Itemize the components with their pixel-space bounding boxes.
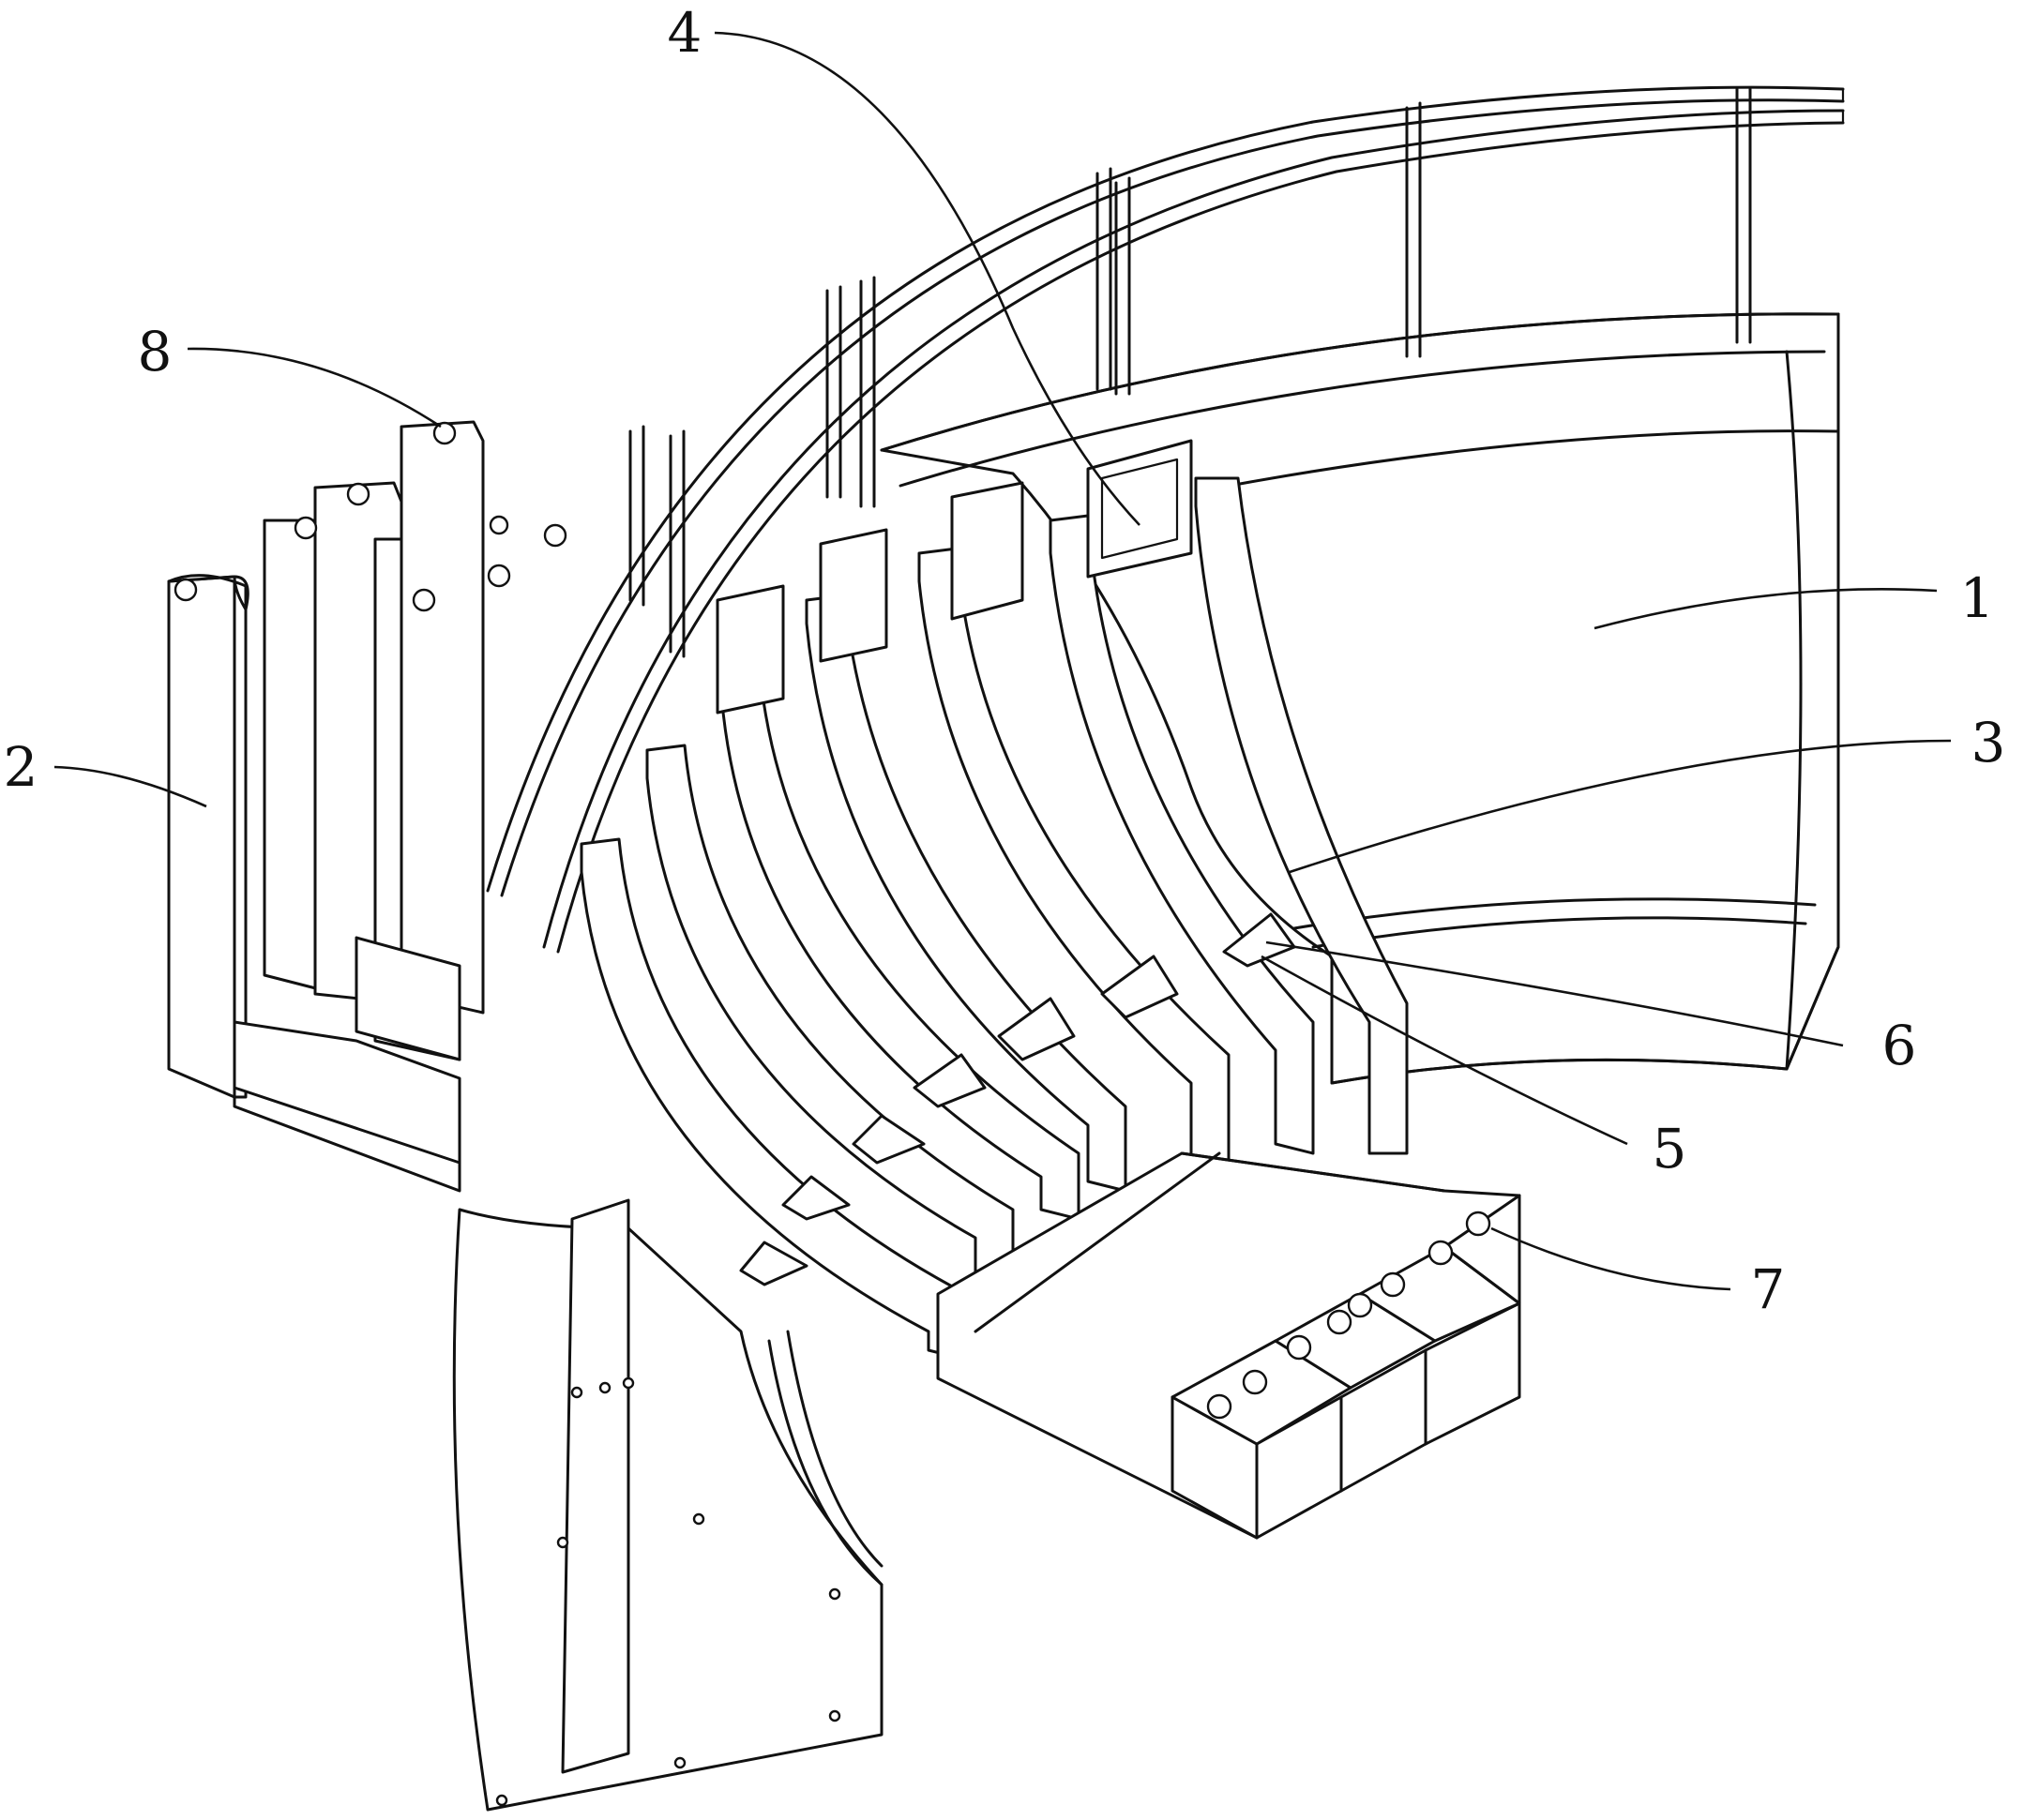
leader-7 — [1490, 1226, 1731, 1291]
callout-labels: 1 2 3 4 5 6 7 8 — [4, 1, 2006, 1321]
rail-hangers — [628, 87, 1752, 658]
callout-4: 4 — [668, 1, 702, 65]
leader-6 — [1265, 940, 1844, 1047]
callout-1: 1 — [1960, 566, 1995, 630]
callout-5: 5 — [1653, 1117, 1687, 1181]
terminal-blocks — [1171, 1194, 1521, 1540]
callout-3: 3 — [1971, 711, 2006, 775]
callout-7: 7 — [1751, 1257, 1786, 1321]
leader-5 — [1261, 955, 1628, 1146]
leader-2 — [53, 765, 207, 808]
column-group — [167, 420, 567, 1193]
leader-3 — [1289, 739, 1952, 874]
callout-6: 6 — [1882, 1014, 1917, 1077]
callout-2: 2 — [4, 735, 38, 799]
top-rails — [486, 85, 1845, 954]
leader-8 — [187, 347, 442, 429]
wedge-brackets — [739, 912, 1296, 1286]
callout-8: 8 — [138, 320, 173, 384]
base-channel — [936, 1151, 1521, 1540]
upper-frames — [716, 439, 1193, 714]
leader-lines — [53, 31, 1952, 1291]
leader-1 — [1593, 588, 1938, 630]
lower-skirt — [452, 1198, 884, 1812]
leader-4 — [714, 31, 1140, 526]
